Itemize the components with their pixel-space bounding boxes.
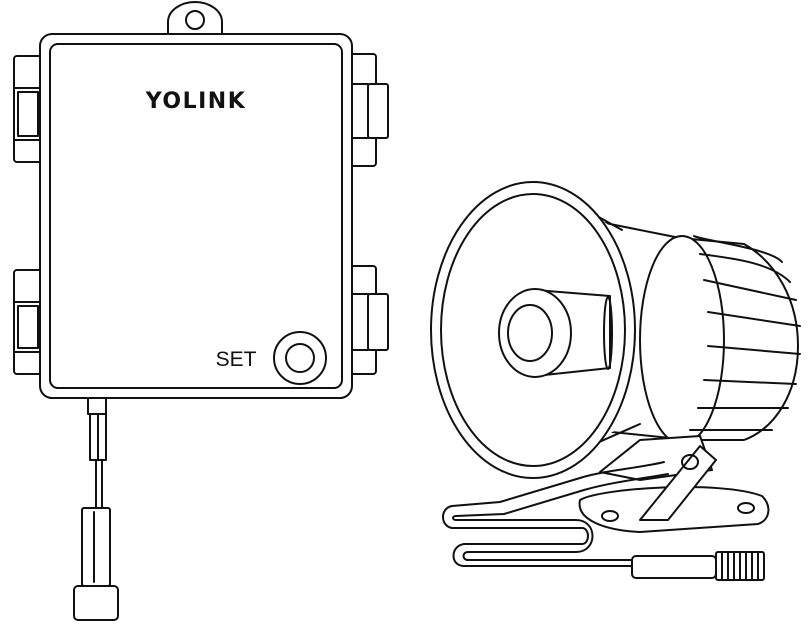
controller-cable <box>87 397 107 511</box>
controller-lid <box>49 43 343 389</box>
left-hinge-top <box>13 55 43 163</box>
siren-rear-housing <box>599 221 801 445</box>
hanging-loop <box>167 1 223 35</box>
set-button[interactable] <box>273 331 327 385</box>
left-hinge-bottom <box>13 269 43 375</box>
siren-wire-connector <box>631 551 765 581</box>
brand-logo: YOLINK <box>145 89 247 114</box>
siren-driver <box>498 288 613 378</box>
cable-connector-plug <box>73 507 119 621</box>
set-label: SET <box>216 348 257 371</box>
siren-wire-leads <box>442 461 669 567</box>
siren-controller-box: YOLINK SET <box>13 1 389 621</box>
siren-mounting-bracket <box>578 435 770 533</box>
controller-body-outer <box>39 33 353 399</box>
siren-horn <box>430 181 801 581</box>
